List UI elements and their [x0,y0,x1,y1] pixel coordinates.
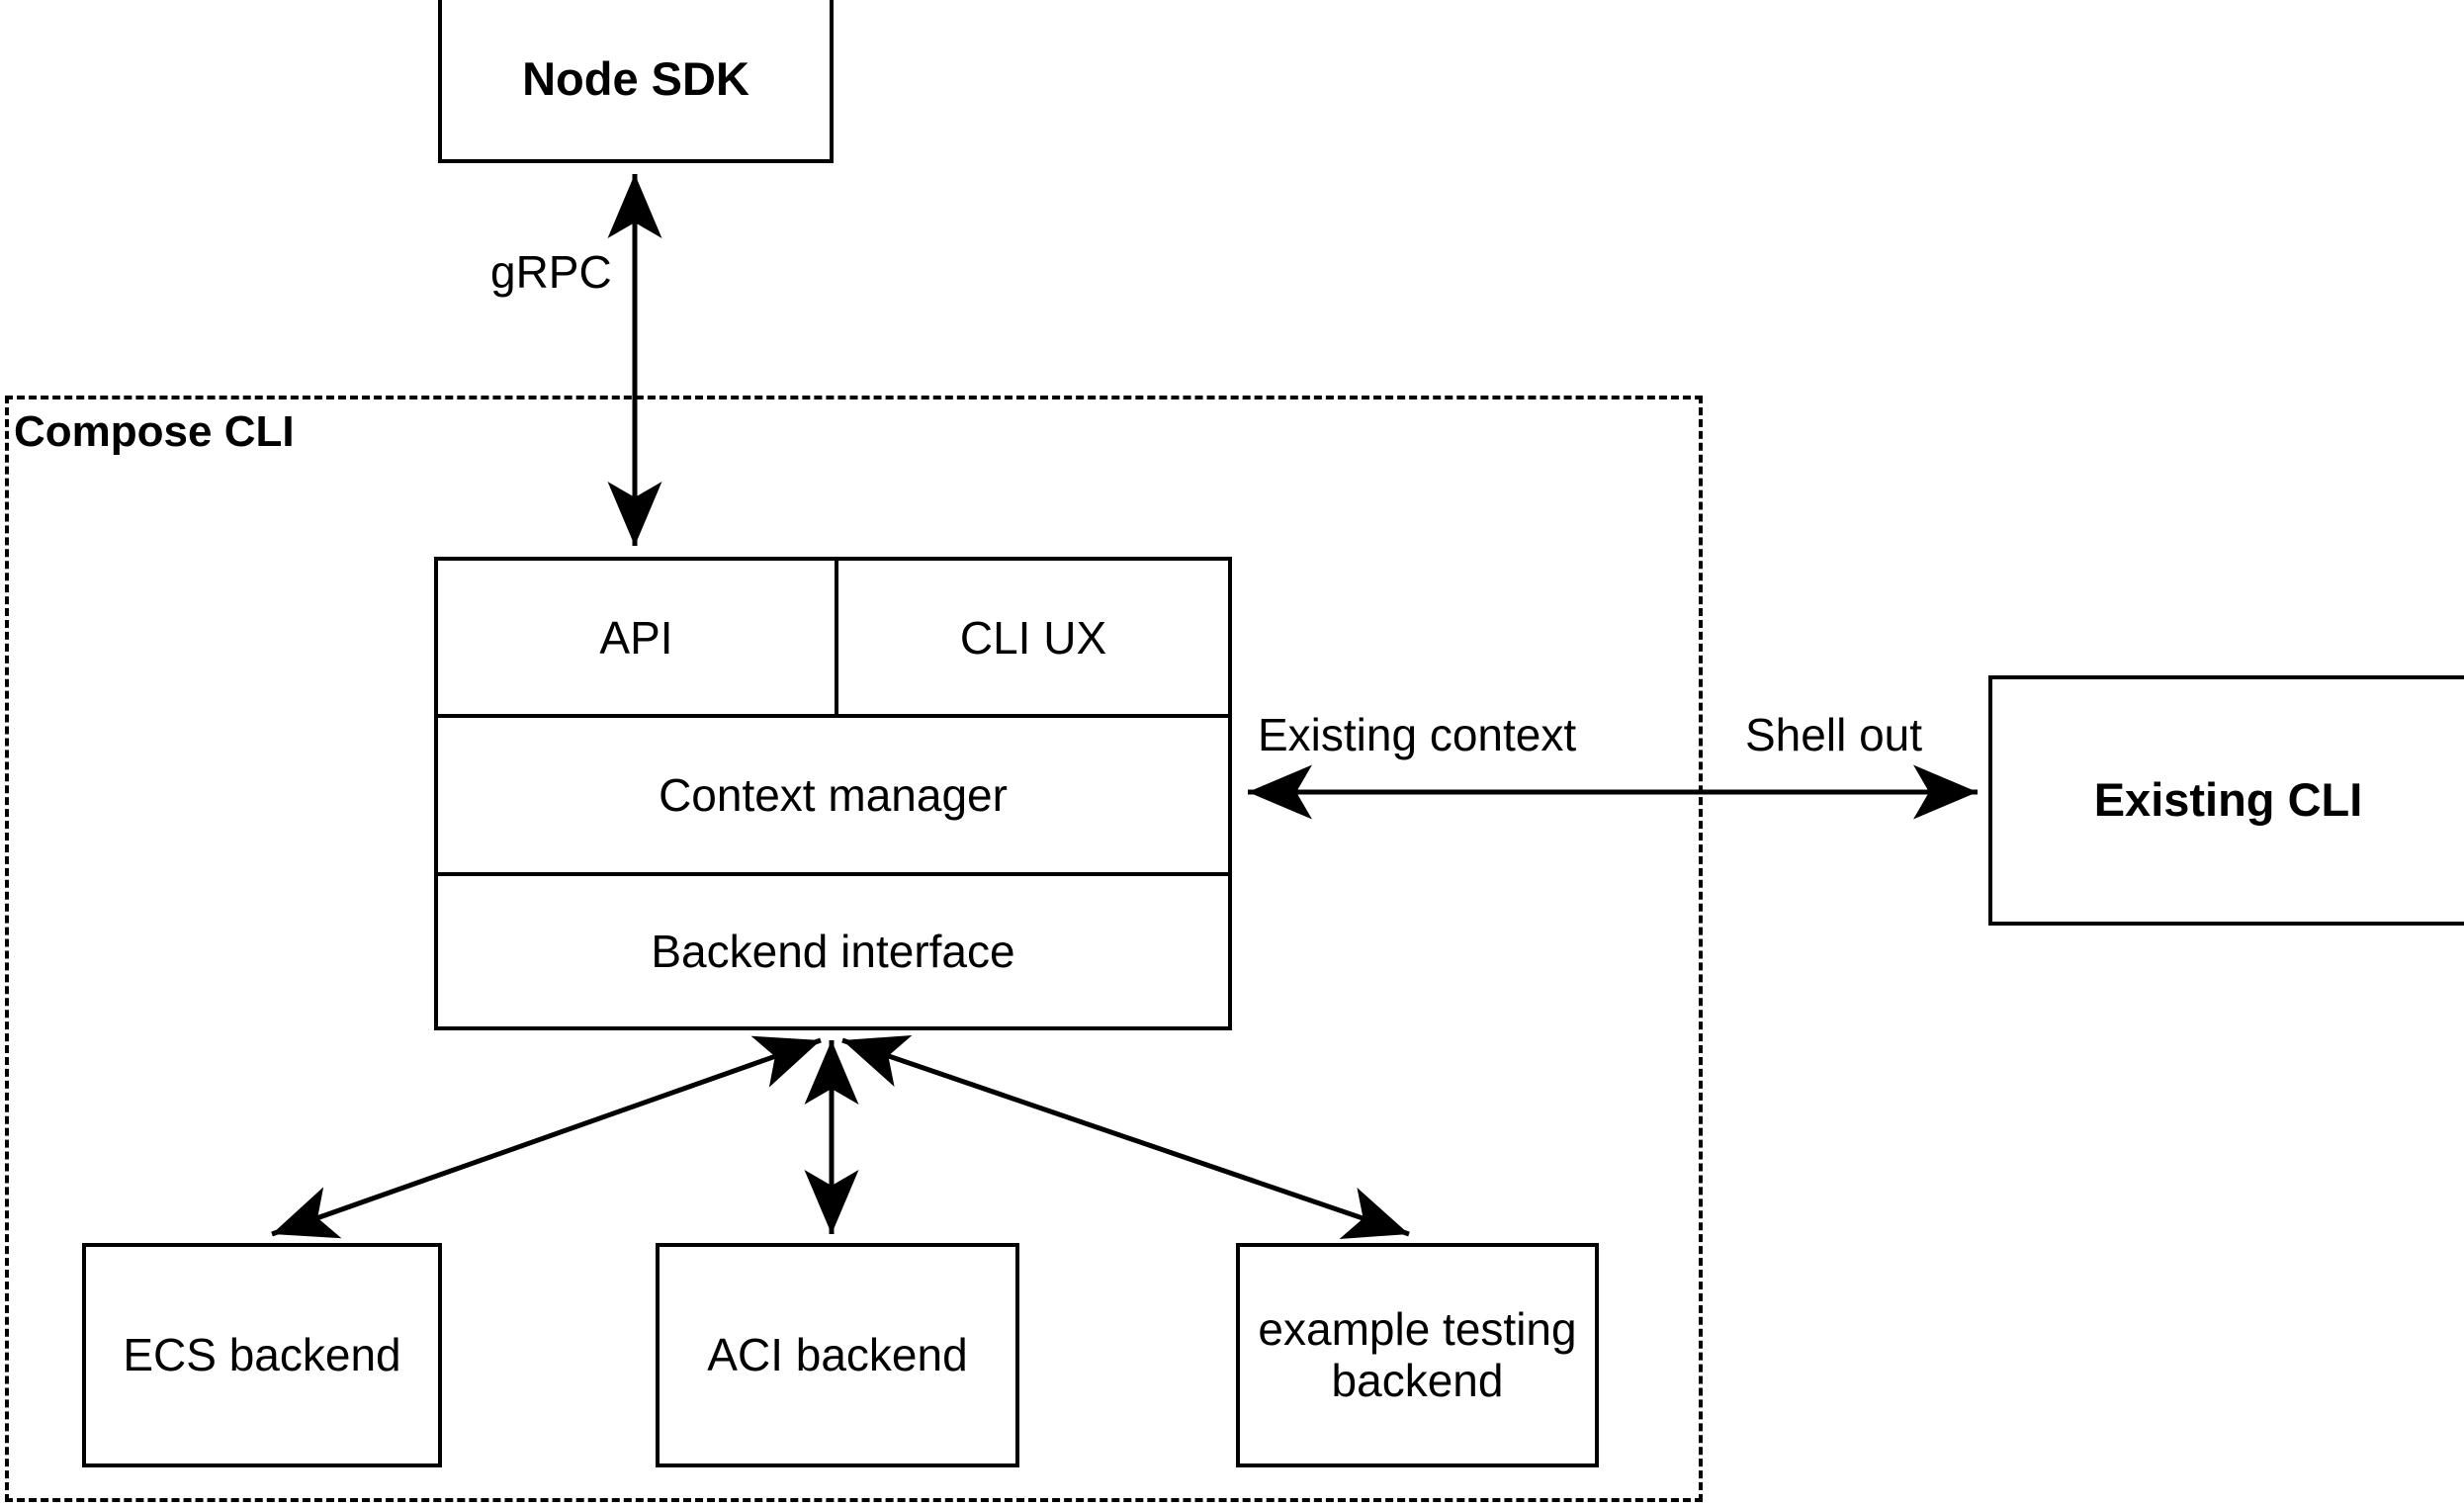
compose-cli-boundary [5,396,1703,1502]
shell-out-edge-label: Shell out [1745,709,1923,760]
backend-interface-cell[interactable]: Backend interface [438,876,1228,1026]
grpc-edge-label: gRPC [490,246,612,298]
cli-stack: API CLI UX Context manager Backend inter… [434,557,1232,1030]
backend-interface-label: Backend interface [651,926,1015,977]
node-sdk-box[interactable]: Node SDK [438,0,834,163]
existing-cli-box[interactable]: Existing CLI [1988,675,2464,926]
context-manager-label: Context manager [659,769,1008,821]
cli-ux-label: CLI UX [959,611,1107,664]
api-cell[interactable]: API [438,561,838,714]
node-sdk-label: Node SDK [522,52,749,106]
existing-cli-label: Existing CLI [2093,773,2363,827]
ecs-backend-box[interactable]: ECS backend [82,1243,442,1467]
example-backend-label: example testing backend [1258,1302,1577,1406]
api-cliux-row: API CLI UX [438,561,1228,718]
cli-ux-cell[interactable]: CLI UX [838,561,1228,714]
aci-backend-box[interactable]: ACI backend [656,1243,1019,1467]
aci-backend-label: ACI backend [707,1328,968,1380]
ecs-backend-label: ECS backend [123,1328,401,1380]
existing-context-edge-label: Existing context [1258,709,1577,760]
context-manager-cell[interactable]: Context manager [438,718,1228,876]
compose-cli-title: Compose CLI [14,407,295,456]
api-label: API [599,611,673,664]
example-backend-box[interactable]: example testing backend [1236,1243,1599,1467]
